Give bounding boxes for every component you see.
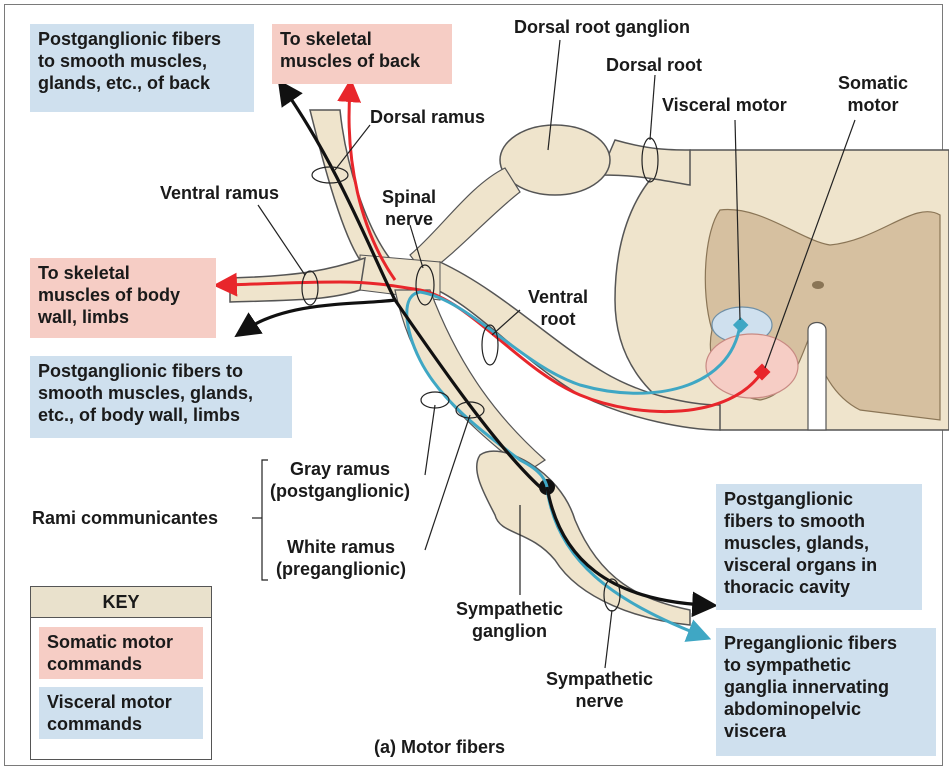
box-line: to smooth muscles, xyxy=(38,50,246,72)
label-dorsal-ramus: Dorsal ramus xyxy=(370,106,485,128)
box-line: Postganglionic fibers xyxy=(38,28,246,50)
box-line: Postganglionic fibers to xyxy=(38,360,284,382)
box-line: etc., of body wall, limbs xyxy=(38,404,284,426)
key-line: commands xyxy=(47,653,195,675)
label-gray-ramus: Gray ramus (postganglionic) xyxy=(270,458,410,502)
box-line: Postganglionic xyxy=(724,488,914,510)
key-line: Visceral motor xyxy=(47,691,195,713)
box-line: thoracic cavity xyxy=(724,576,914,598)
label-white-ramus: White ramus (preganglionic) xyxy=(276,536,406,580)
box-line: glands, etc., of back xyxy=(38,72,246,94)
box-line: muscles of back xyxy=(280,50,444,72)
label-ventral-ramus: Ventral ramus xyxy=(160,182,279,204)
key-line: commands xyxy=(47,713,195,735)
label-line: ganglion xyxy=(456,620,563,642)
label-visceral-motor: Visceral motor xyxy=(662,94,787,116)
box-preganglionic-abdominal: Preganglionic fibers to sympathetic gang… xyxy=(716,628,936,756)
box-postganglionic-body: Postganglionic fibers to smooth muscles,… xyxy=(30,356,292,438)
key-title: KEY xyxy=(31,587,211,618)
box-line: viscera xyxy=(724,720,928,742)
box-skeletal-back: To skeletal muscles of back xyxy=(272,24,452,84)
label-ventral-root: Ventral root xyxy=(528,286,588,330)
dorsal-root-ganglion xyxy=(500,125,610,195)
label-line: motor xyxy=(838,94,908,116)
label-line: root xyxy=(528,308,588,330)
box-line: ganglia innervating xyxy=(724,676,928,698)
key-line: Somatic motor xyxy=(47,631,195,653)
label-dorsal-root-ganglion: Dorsal root ganglion xyxy=(514,16,690,38)
postganglionic-fiber-body xyxy=(245,300,395,330)
label-line: Somatic xyxy=(838,72,908,94)
box-line: wall, limbs xyxy=(38,306,208,328)
box-skeletal-body: To skeletal muscles of body wall, limbs xyxy=(30,258,216,338)
label-line: (preganglionic) xyxy=(276,558,406,580)
key-visceral-motor: Visceral motor commands xyxy=(39,687,203,739)
label-line: White ramus xyxy=(276,536,406,558)
box-line: To skeletal xyxy=(280,28,444,50)
label-line: nerve xyxy=(546,690,653,712)
label-dorsal-root: Dorsal root xyxy=(606,54,702,76)
box-line: fibers to smooth xyxy=(724,510,914,532)
box-line: muscles of body xyxy=(38,284,208,306)
box-line: visceral organs in xyxy=(724,554,914,576)
box-line: to sympathetic xyxy=(724,654,928,676)
label-line: Gray ramus xyxy=(270,458,410,480)
figure-title: (a) Motor fibers xyxy=(374,736,505,758)
label-line: Sympathetic xyxy=(546,668,653,690)
label-line: nerve xyxy=(382,208,436,230)
central-canal xyxy=(812,281,824,289)
label-sympathetic-nerve: Sympathetic nerve xyxy=(546,668,653,712)
label-line: Spinal xyxy=(382,186,436,208)
label-line: Sympathetic xyxy=(456,598,563,620)
box-postganglionic-thoracic: Postganglionic fibers to smooth muscles,… xyxy=(716,484,922,610)
box-line: smooth muscles, glands, xyxy=(38,382,284,404)
label-line: Ventral xyxy=(528,286,588,308)
label-sympathetic-ganglion: Sympathetic ganglion xyxy=(456,598,563,642)
median-fissure xyxy=(808,323,826,431)
label-spinal-nerve: Spinal nerve xyxy=(382,186,436,230)
label-somatic-motor: Somatic motor xyxy=(838,72,908,116)
box-line: abdominopelvic xyxy=(724,698,928,720)
key-legend: KEY Somatic motor commands Visceral moto… xyxy=(30,586,212,760)
box-line: Preganglionic fibers xyxy=(724,632,928,654)
key-somatic-motor: Somatic motor commands xyxy=(39,627,203,679)
box-line: To skeletal xyxy=(38,262,208,284)
label-line: (postganglionic) xyxy=(270,480,410,502)
box-postganglionic-back: Postganglionic fibers to smooth muscles,… xyxy=(30,24,254,112)
postganglionic-fiber-thoracic xyxy=(547,487,705,605)
box-line: muscles, glands, xyxy=(724,532,914,554)
label-rami-communicantes: Rami communicantes xyxy=(32,507,218,529)
